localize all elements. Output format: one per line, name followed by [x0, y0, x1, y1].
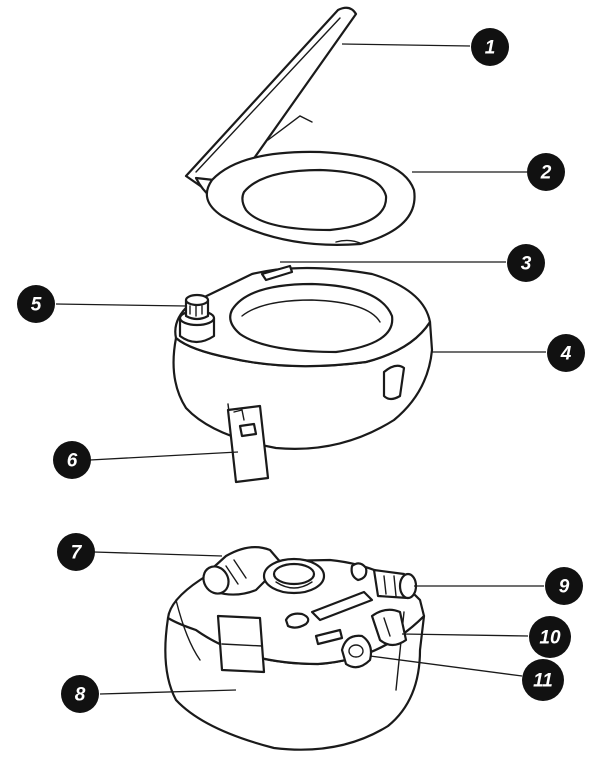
callout-9: 9: [545, 567, 583, 605]
leader-1: [341, 43, 471, 47]
leader-8: [99, 689, 237, 695]
release-handle: [370, 608, 408, 647]
callout-1-label: 1: [485, 38, 496, 59]
air-vent: [372, 568, 418, 600]
callout-5: 5: [17, 285, 55, 323]
callout-6-label: 6: [67, 451, 78, 472]
callout-9-label: 9: [559, 577, 570, 598]
seat-ring: [205, 150, 416, 246]
pour-cap: [340, 634, 373, 669]
callout-8: 8: [61, 675, 99, 713]
callout-3: 3: [507, 244, 545, 282]
leader-10: [401, 633, 529, 637]
leader-5: [55, 303, 187, 307]
callout-4: 4: [547, 334, 585, 372]
callout-8-label: 8: [75, 685, 86, 706]
callout-11: 11: [522, 659, 564, 701]
callout-2-label: 2: [540, 163, 552, 184]
leader-6: [89, 451, 239, 461]
callout-2: 2: [527, 153, 565, 191]
callout-3-label: 3: [521, 254, 532, 275]
callout-10-label: 10: [539, 628, 561, 649]
upper-tank: [172, 264, 434, 450]
latch: [226, 404, 270, 484]
callout-5-label: 5: [31, 295, 42, 316]
callout-6: 6: [53, 441, 91, 479]
callout-11-label: 11: [533, 671, 553, 692]
callout-1: 1: [471, 28, 509, 66]
leader-7: [93, 551, 223, 557]
callout-4-label: 4: [560, 344, 572, 365]
leader-11: [369, 655, 523, 677]
callout-10: 10: [529, 616, 571, 658]
rotating-spout: [202, 545, 326, 596]
waste-tank-top-details: [284, 562, 374, 646]
callout-7-label: 7: [71, 543, 83, 564]
callout-7: 7: [57, 533, 95, 571]
leader-lines: [55, 43, 546, 695]
flush-pump: [178, 293, 216, 344]
